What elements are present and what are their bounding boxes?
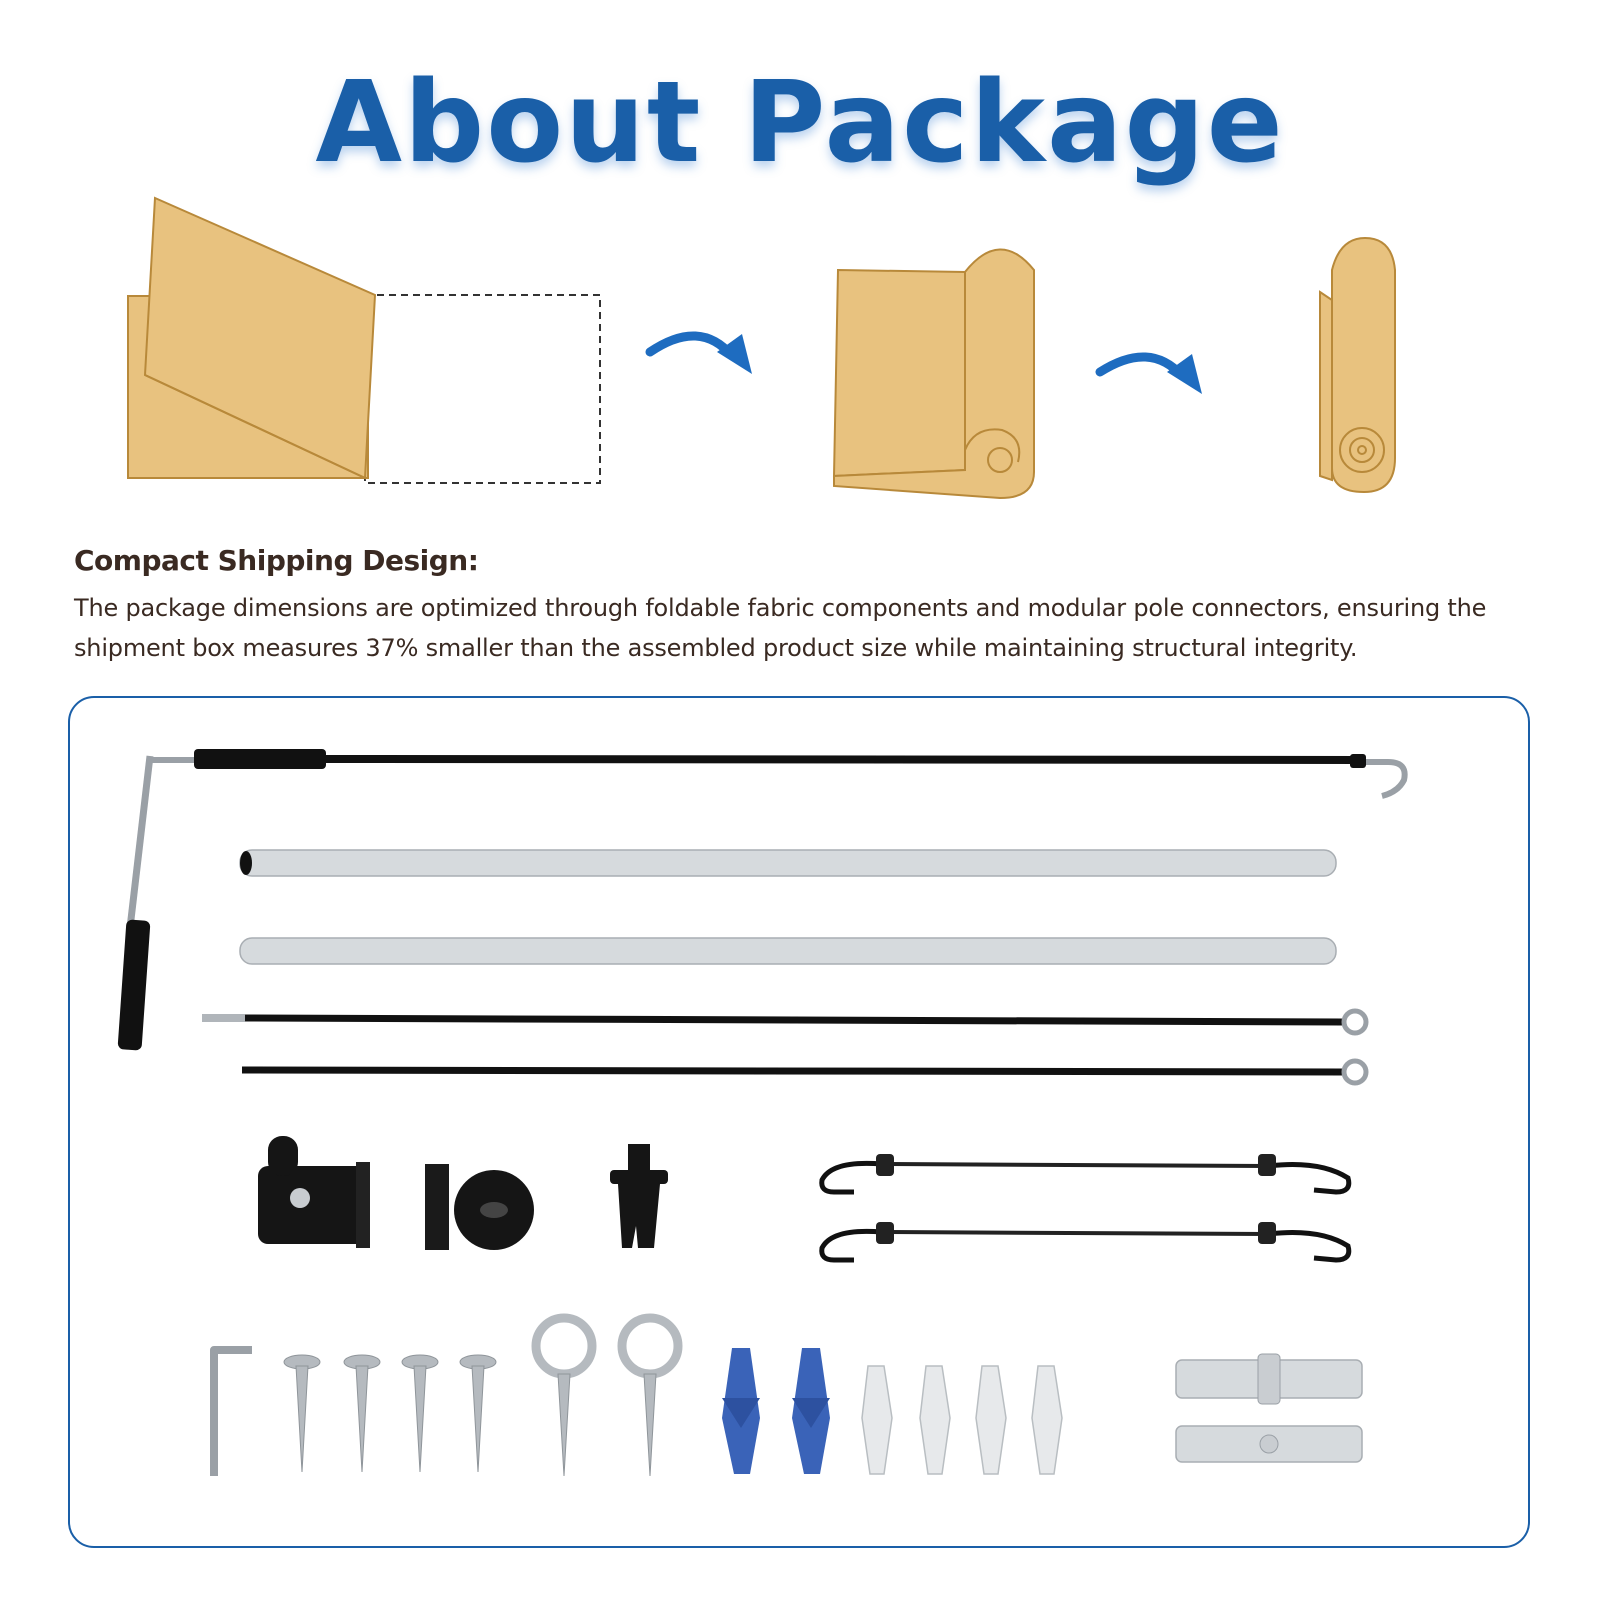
arrow-right-icon xyxy=(1095,352,1202,394)
screw-icon xyxy=(343,1354,381,1473)
support-rod-icon xyxy=(202,1008,1369,1036)
white-wall-anchor-icon xyxy=(861,1365,893,1475)
bracket-right-icon xyxy=(425,1164,534,1250)
white-wall-anchor-icon xyxy=(975,1365,1007,1475)
hex-key-icon xyxy=(210,1346,252,1476)
white-wall-anchor-icon xyxy=(919,1365,951,1475)
pole-connector-icon xyxy=(1175,1353,1363,1405)
end-plug-icon xyxy=(610,1144,668,1248)
support-rod-icon xyxy=(241,1058,1369,1086)
bracket-left-icon xyxy=(258,1136,370,1248)
white-wall-anchor-icon xyxy=(1031,1365,1063,1475)
pole-connector-icon xyxy=(1175,1425,1363,1463)
components-panel xyxy=(68,696,1530,1548)
page-title: About Package xyxy=(315,58,1285,188)
eye-screw-icon xyxy=(531,1313,597,1477)
arrow-right-icon xyxy=(645,331,752,374)
rolled-tube-icon xyxy=(1319,236,1396,494)
section-heading: Compact Shipping Design: xyxy=(74,544,479,577)
screw-icon xyxy=(283,1354,321,1473)
crank-handle-icon xyxy=(117,749,1408,1051)
bungee-cord-icon xyxy=(819,1154,1352,1195)
blue-wall-anchor-icon xyxy=(792,1348,830,1474)
eye-screw-icon xyxy=(617,1313,683,1477)
bungee-cord-icon xyxy=(819,1222,1352,1263)
rolled-fabric-icon xyxy=(832,248,1035,500)
section-description: The package dimensions are optimized thr… xyxy=(74,594,1487,662)
flat-fabric-icon xyxy=(127,196,601,484)
folding-steps-illustration xyxy=(0,180,1600,520)
aluminum-pole-icon xyxy=(239,937,1337,965)
screw-icon xyxy=(401,1354,439,1473)
screw-icon xyxy=(459,1354,497,1473)
blue-wall-anchor-icon xyxy=(722,1348,760,1474)
aluminum-pole-icon xyxy=(239,849,1337,877)
